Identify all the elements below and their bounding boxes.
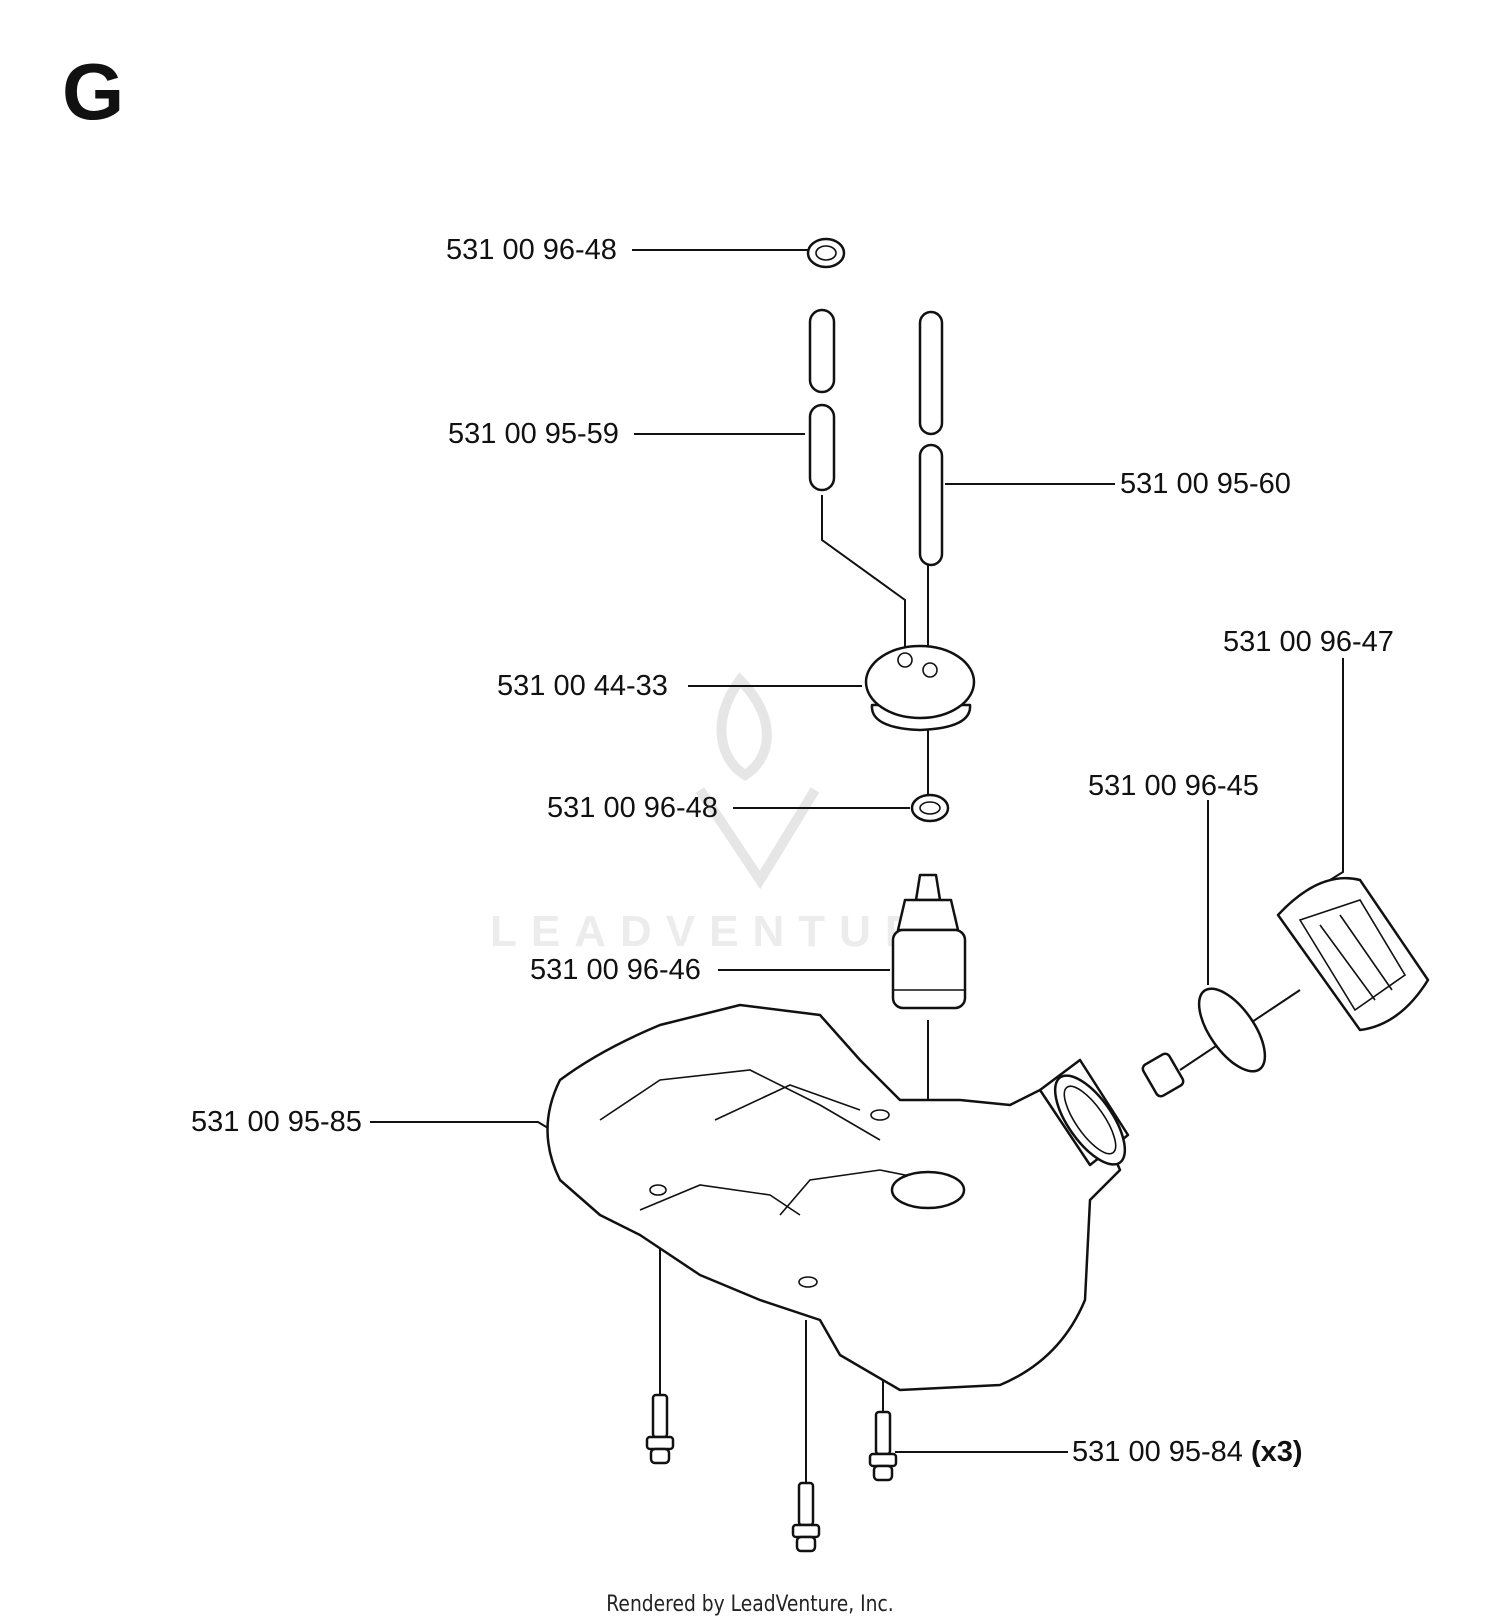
callout-tank-grommet: 531 00 44-33 — [497, 672, 668, 701]
fuel-hose-right — [918, 310, 944, 567]
callout-fuel-cap: 531 00 96-47 — [1223, 628, 1394, 657]
callout-fuel-hose-right: 531 00 95-60 — [1120, 470, 1291, 499]
part-number: 531 00 95-85 — [191, 1106, 362, 1138]
grommet-middle — [910, 793, 950, 823]
part-number: 531 00 96-48 — [446, 234, 617, 266]
part-number: 531 00 96-48 — [547, 792, 718, 824]
grommet-top — [806, 237, 846, 269]
cap-seal — [1197, 987, 1267, 1073]
callout-grommet-middle: 531 00 96-48 — [547, 794, 718, 823]
part-number: 531 00 96-47 — [1223, 626, 1394, 658]
part-number: 531 00 95-60 — [1120, 468, 1291, 500]
watermark-logo-icon — [695, 672, 820, 890]
screw-right — [868, 1410, 898, 1482]
screw-left — [645, 1393, 675, 1465]
callout-fuel-tank: 531 00 95-85 — [191, 1108, 362, 1137]
callout-grommet-top: 531 00 96-48 — [446, 236, 617, 265]
part-number: 531 00 44-33 — [497, 670, 668, 702]
fuel-tank — [546, 1003, 1130, 1392]
fuel-filter — [891, 873, 967, 1010]
section-letter: G — [62, 47, 125, 136]
callout-screws: 531 00 95-84 (x3) — [1072, 1438, 1303, 1467]
leader-lines — [370, 249, 1344, 1490]
cap-retainer — [1141, 1052, 1185, 1098]
callout-cap-seal: 531 00 96-45 — [1088, 772, 1259, 801]
watermark-text: LEADVENTURE — [490, 907, 975, 956]
tank-grommet — [864, 644, 976, 732]
part-number: 531 00 96-46 — [530, 954, 701, 986]
quantity: (x3) — [1251, 1436, 1303, 1468]
part-number: 531 00 95-59 — [448, 418, 619, 450]
part-number: 531 00 96-45 — [1088, 770, 1259, 802]
footer-credit: Rendered by LeadVenture, Inc. — [606, 1592, 894, 1617]
fuel-hose-left — [808, 308, 836, 492]
screw-middle — [791, 1481, 821, 1553]
fuel-cap — [1276, 876, 1430, 1032]
part-number: 531 00 95-84 — [1072, 1436, 1243, 1468]
callout-fuel-filter: 531 00 96-46 — [530, 956, 701, 985]
callout-fuel-hose-left: 531 00 95-59 — [448, 420, 619, 449]
